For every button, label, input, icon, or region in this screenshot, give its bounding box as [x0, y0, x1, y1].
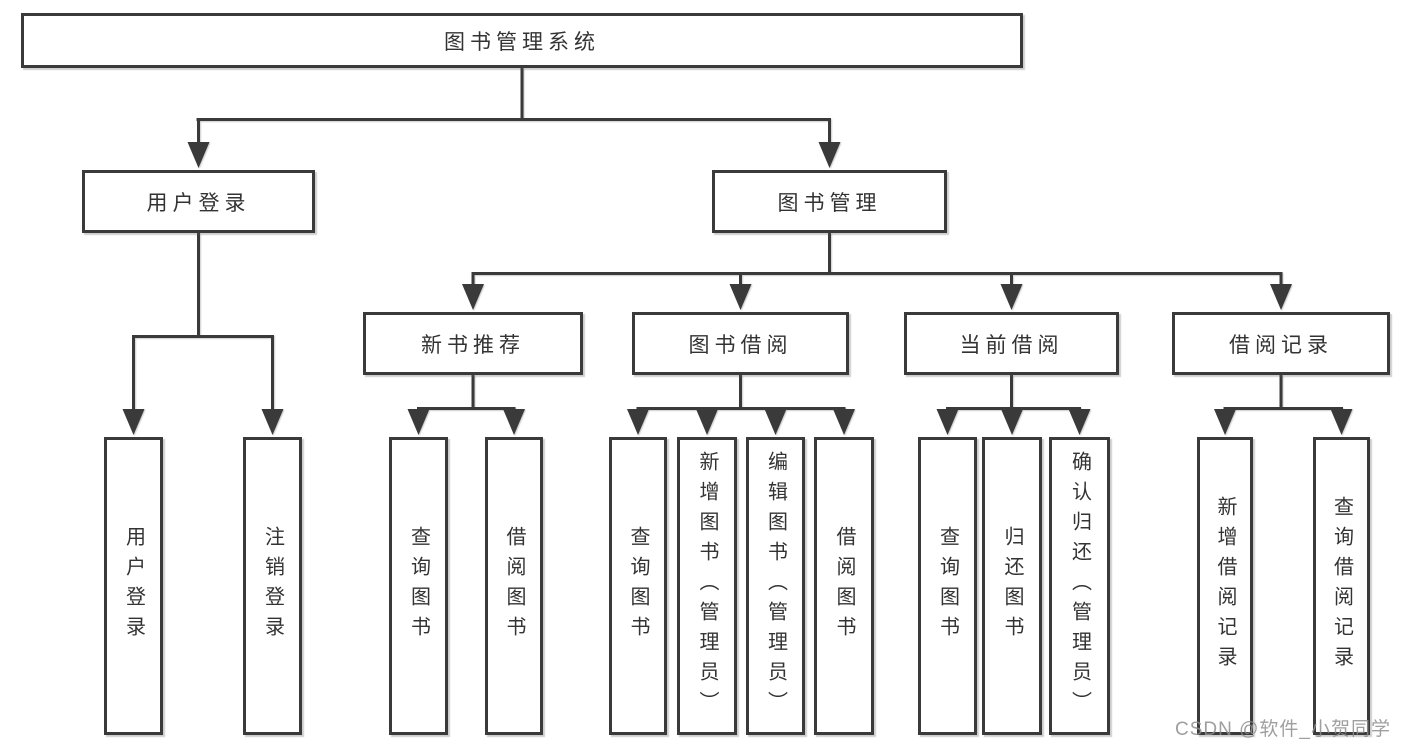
leaf-logout: 注销登录	[243, 437, 302, 735]
connector-current-borrow-children	[936, 375, 1091, 435]
node-user-login-label: 用户登录	[146, 191, 251, 215]
leaf-recommend-query-books: 查询图书	[389, 437, 448, 735]
leaf-recommend-borrow-books-label: 借阅图书	[503, 526, 525, 646]
leaf-recommend-query-books-label: 查询图书	[407, 526, 430, 646]
leaf-borrow-edit-books-admin-label: 编辑图书（管理员）	[764, 451, 787, 721]
leaf-current-confirm-return-admin: 确认归还（管理员）	[1049, 437, 1110, 735]
leaf-borrow-query-books: 查询图书	[609, 437, 667, 735]
leaf-records-add-record: 新增借阅记录	[1197, 437, 1253, 735]
leaf-records-query-record: 查询借阅记录	[1313, 437, 1370, 735]
node-current-borrow-label: 当前借阅	[959, 333, 1064, 357]
csdn-watermark: CSDN @软件_小贺同学	[1175, 719, 1391, 740]
connector-borrow-records-children	[1214, 375, 1353, 435]
leaf-recommend-borrow-books: 借阅图书	[485, 437, 543, 735]
node-borrow-records: 借阅记录	[1172, 312, 1390, 375]
leaf-current-query-books-label: 查询图书	[936, 526, 959, 646]
connector-root-to-level1	[187, 68, 841, 168]
node-book-management: 图书管理	[712, 170, 947, 233]
node-new-book-recommend-label: 新书推荐	[421, 333, 525, 357]
leaf-borrow-add-books-admin-label: 新增图书（管理员）	[696, 451, 718, 721]
node-book-borrow-label: 图书借阅	[688, 333, 793, 357]
leaf-user-login: 用户登录	[104, 437, 163, 735]
leaf-borrow-edit-books-admin: 编辑图书（管理员）	[746, 437, 805, 735]
node-new-book-recommend: 新书推荐	[363, 312, 583, 375]
leaf-records-add-record-label: 新增借阅记录	[1214, 496, 1236, 676]
leaf-current-return-books-label: 归还图书	[1001, 526, 1023, 646]
leaf-records-query-record-label: 查询借阅记录	[1330, 496, 1353, 676]
leaf-current-return-books: 归还图书	[982, 437, 1042, 735]
connector-book-borrow-children	[627, 375, 855, 435]
connector-book-management-children	[462, 233, 1292, 310]
leaf-borrow-query-books-label: 查询图书	[627, 526, 649, 646]
leaf-current-confirm-return-admin-label: 确认归还（管理员）	[1068, 451, 1091, 721]
node-library-management-system-label: 图书管理系统	[444, 30, 600, 54]
node-book-borrow: 图书借阅	[632, 312, 849, 375]
node-current-borrow: 当前借阅	[904, 312, 1119, 375]
node-user-login: 用户登录	[82, 170, 315, 233]
leaf-borrow-add-books-admin: 新增图书（管理员）	[677, 437, 737, 735]
node-library-management-system: 图书管理系统	[21, 13, 1023, 68]
leaf-borrow-borrow-books: 借阅图书	[814, 437, 874, 735]
leaf-logout-label: 注销登录	[261, 526, 284, 646]
connector-user-login-children	[122, 233, 284, 435]
connector-new-book-recommend-children	[407, 375, 525, 435]
leaf-current-query-books: 查询图书	[918, 437, 977, 735]
node-book-management-label: 图书管理	[777, 191, 882, 215]
node-borrow-records-label: 借阅记录	[1229, 333, 1333, 357]
leaf-borrow-borrow-books-label: 借阅图书	[833, 526, 855, 646]
leaf-user-login-label: 用户登录	[122, 526, 145, 646]
